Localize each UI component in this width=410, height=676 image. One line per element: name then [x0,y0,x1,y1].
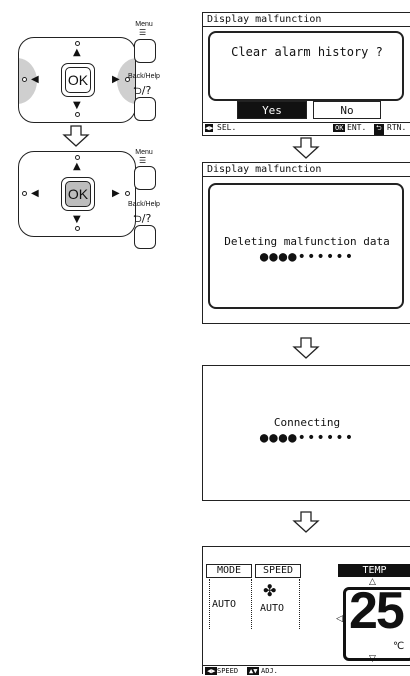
deleting-message: Deleting malfunction data [224,235,390,248]
footer-sel: SEL. [217,123,237,132]
footer-rtn: RTN. [387,123,407,132]
flow-arrow-icon [292,137,320,159]
temp-down-icon[interactable]: ▽ [369,654,376,664]
no-button[interactable]: No [313,101,381,119]
menu-button[interactable] [134,39,156,63]
temperature-unit: ℃ [393,641,405,652]
menu-label: Menu [135,21,153,28]
up-arrow-icon[interactable]: ▲ [73,161,81,172]
temp-up-icon[interactable]: △ [369,577,376,587]
back-help-icon: ⮌/? [133,212,152,225]
speed-value: AUTO [260,603,285,614]
progress-dots: ●●●●•••••• [259,430,355,446]
left-arrow-icon[interactable]: ◀ [31,188,39,199]
screen-clear-alarm: Display malfunction Clear alarm history … [202,12,410,136]
ok-button[interactable]: OK [61,177,95,211]
tab-speed[interactable]: SPEED [255,564,301,578]
menu-icon: ☰ [139,156,147,165]
main-footer: ◀▶ SPEED ▲▼ ADJ. [203,665,410,676]
screen-connecting: Connecting ●●●●•••••• [202,365,410,501]
right-arrow-icon[interactable]: ▶ [112,188,120,199]
dot-down [75,112,80,117]
controller-pad-default: ▲ ◀ OK ▶ ▼ [18,37,136,123]
tab-temp[interactable]: TEMP [338,564,410,577]
controller-pad-pressed: ▲ ◀ OK ▶ ▼ [18,151,136,237]
dot-down [75,226,80,231]
dot-right [125,77,130,82]
flow-arrow-icon [292,337,320,359]
left-highlight [19,58,37,104]
footer-ent: ENT. [347,123,367,132]
temp-left-icon[interactable]: ◁ [336,614,343,624]
ok-button-face: OK [65,67,91,93]
back-help-button[interactable] [134,97,156,121]
menu-button[interactable] [134,166,156,190]
back-help-icon: ⮌/? [133,84,152,97]
dialog-frame [208,183,404,309]
ok-button-face: OK [65,181,91,207]
speed-divider [251,579,252,629]
dot-up [75,155,80,160]
menu-icon: ☰ [139,28,147,37]
dot-left [22,191,27,196]
flow-arrow-icon [62,125,90,147]
footer-ok-tag: OK [333,124,346,132]
screen-title: Display malfunction [203,13,410,27]
screen-title: Display malfunction [203,163,410,177]
down-arrow-icon[interactable]: ▼ [73,100,81,111]
fan-icon: ✤ [263,581,277,600]
footer-speed-tag: ◀▶ [205,667,218,675]
footer-speed: SPEED [217,667,239,675]
speed-divider-right [299,579,300,629]
screen-deleting: Display malfunction Deleting malfunction… [202,162,410,324]
flow-arrow-icon [292,511,320,533]
dialog-question: Clear alarm history ? [231,45,383,59]
mode-divider [209,579,210,629]
up-arrow-icon[interactable]: ▲ [73,47,81,58]
temperature-value: 25 [349,582,405,640]
dot-left [22,77,27,82]
return-icon: ⮌ [374,124,384,135]
footer-adj-tag: ▲▼ [247,667,260,675]
back-help-button[interactable] [134,225,156,249]
dot-up [75,41,80,46]
mode-value: AUTO [212,599,237,610]
footer-adj: ADJ. [261,667,278,675]
ok-button[interactable]: OK [61,63,95,97]
right-arrow-icon[interactable]: ▶ [112,74,120,85]
left-arrow-icon[interactable]: ◀ [31,74,39,85]
progress-dots: ●●●●•••••• [259,249,355,265]
sel-arrows-icon: ◀▶ [205,124,214,132]
connecting-message: Connecting [273,416,341,429]
yes-button[interactable]: Yes [237,101,307,119]
dialog-frame [208,31,404,101]
temp-frame [343,587,410,661]
down-arrow-icon[interactable]: ▼ [73,214,81,225]
screen-main: MODE SPEED TEMP AUTO ✤ AUTO △ ◁ 25 ℃ ▽ ◀… [202,546,410,676]
back-help-label: Back/Help [128,201,160,208]
tab-mode[interactable]: MODE [206,564,252,578]
dot-right [125,191,130,196]
menu-label: Menu [135,149,153,156]
back-help-label: Back/Help [128,73,160,80]
screen-footer: ◀▶ SEL. OK ENT. ⮌ RTN. [203,122,410,135]
